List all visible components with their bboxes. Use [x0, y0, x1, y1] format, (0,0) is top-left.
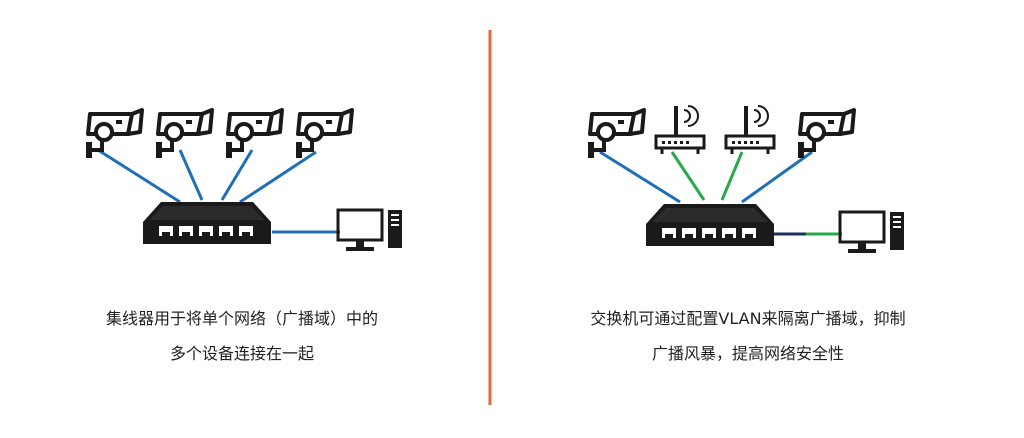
camera-icon — [294, 108, 354, 160]
hub-icon — [143, 202, 271, 244]
link-camera-1 — [97, 148, 181, 204]
camera-icon — [84, 108, 144, 160]
left-caption-line1: 集线器用于将单个网络（广播域）中的 — [105, 309, 378, 328]
left-links — [97, 148, 340, 234]
camera-icon — [224, 108, 284, 160]
camera-icon — [154, 108, 214, 160]
left-caption: 集线器用于将单个网络（广播域）中的 多个设备连接在一起 — [42, 301, 442, 371]
camera-icon — [586, 108, 646, 160]
computer-icon — [838, 210, 906, 255]
right-caption-line1: 交换机可通过配置VLAN来隔离广播域，抑制 — [590, 309, 906, 328]
link-camera-4 — [239, 150, 317, 204]
computer-icon — [336, 208, 404, 253]
right-caption-line2: 广播风暴，提高网络安全性 — [651, 344, 844, 363]
link-router-2 — [720, 151, 744, 201]
router-icon — [724, 104, 776, 156]
left-caption-line2: 多个设备连接在一起 — [169, 344, 314, 363]
link-camera-3 — [220, 149, 254, 201]
camera-icon — [796, 108, 856, 160]
link-camera-2 — [178, 149, 204, 201]
link-camera-left — [599, 150, 681, 204]
switch-icon — [646, 204, 774, 246]
router-icon — [654, 104, 706, 156]
link-camera-right — [741, 150, 813, 204]
link-router-1 — [670, 151, 706, 201]
right-links — [599, 150, 842, 236]
right-caption: 交换机可通过配置VLAN来隔离广播域，抑制 广播风暴，提高网络安全性 — [548, 301, 948, 371]
